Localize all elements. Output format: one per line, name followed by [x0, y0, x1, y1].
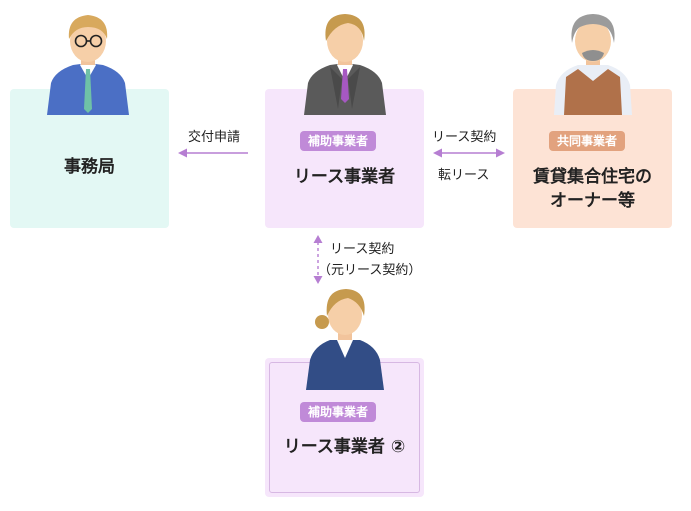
- lease-operator-2-avatar-icon: [306, 289, 384, 390]
- grant-application-label: 交付申請: [188, 130, 241, 145]
- owner-avatar-icon: [554, 14, 632, 115]
- down-link-label-line2: （元リース契約）: [318, 263, 422, 278]
- lease-operator-2-badge: 補助事業者: [300, 402, 377, 422]
- grant-application-arrow: [178, 148, 248, 158]
- owner-link-label-bottom: 転リース: [438, 168, 490, 183]
- down-link-arrow: [313, 235, 323, 284]
- owner-link-label-top: リース契約: [432, 130, 497, 145]
- office-staff-avatar-icon: [47, 15, 129, 115]
- lease-operator-badge: 補助事業者: [300, 131, 377, 151]
- owner-title-line2: オーナー等: [550, 191, 635, 211]
- lease-operator-title: リース事業者: [293, 167, 396, 187]
- office-title: 事務局: [64, 157, 115, 177]
- lease-operator-avatar-icon: [304, 14, 386, 115]
- owner-link-arrow: [433, 148, 505, 158]
- owner-badge: 共同事業者: [549, 131, 626, 151]
- owner-title-line1: 賃貸集合住宅の: [533, 167, 652, 187]
- down-link-label-line1: リース契約: [330, 242, 395, 257]
- lease-operator-2-title: リース事業者 ②: [283, 437, 406, 457]
